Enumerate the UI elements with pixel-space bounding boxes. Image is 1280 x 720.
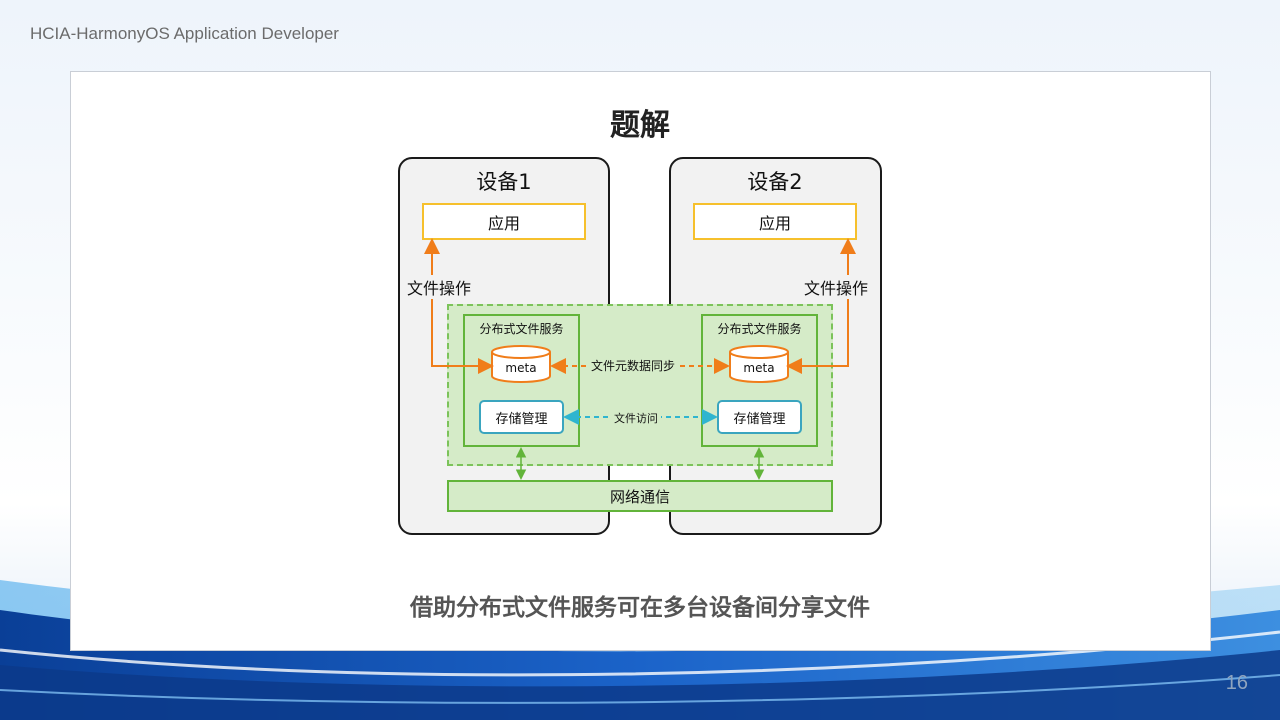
storage-left-box: 存储管理: [479, 400, 564, 434]
slide-caption: 借助分布式文件服务可在多台设备间分享文件: [410, 595, 870, 621]
device-2-app-box: 应用: [693, 203, 857, 240]
distributed-zone: [447, 304, 833, 466]
network-bar: 网络通信: [447, 480, 833, 512]
file-op-label-right: 文件操作: [804, 275, 869, 299]
dfs-right-box: [701, 314, 818, 447]
storage-right-box: 存储管理: [717, 400, 802, 434]
dfs-left-label: 分布式文件服务: [479, 322, 564, 336]
metadata-sync-label: 文件元数据同步: [588, 357, 679, 374]
meta-left-label: meta: [505, 361, 537, 375]
header-title: HCIA-HarmonyOS Application Developer: [30, 24, 339, 43]
device-2-label: 设备2: [747, 170, 803, 194]
file-op-label-left: 文件操作: [407, 275, 472, 299]
meta-right-label: meta: [743, 361, 775, 375]
page-number: 16: [1225, 672, 1248, 694]
dfs-right-label: 分布式文件服务: [717, 322, 802, 336]
file-access-label: 文件访问: [611, 410, 661, 426]
device-1-label: 设备1: [476, 170, 532, 194]
slide-title: 题解: [610, 108, 670, 143]
dfs-left-box: [463, 314, 580, 447]
device-1-app-box: 应用: [422, 203, 586, 240]
